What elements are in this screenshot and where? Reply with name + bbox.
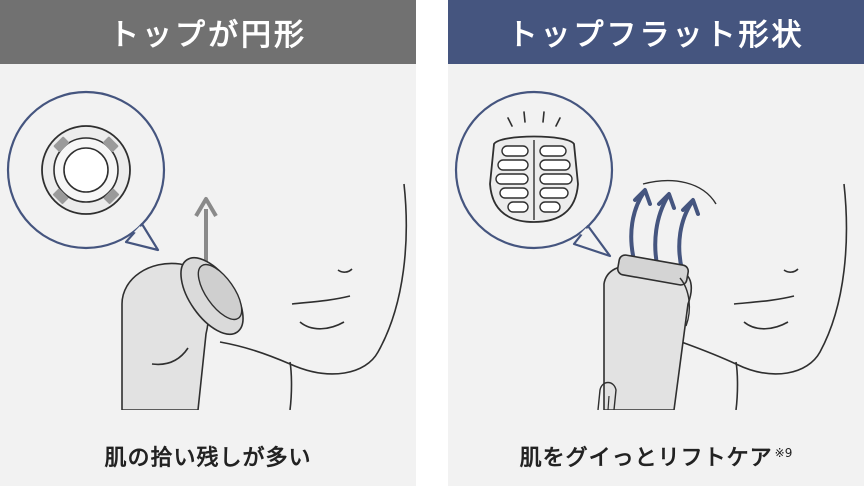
flat-top-device	[597, 254, 693, 410]
face-nostril	[337, 268, 353, 273]
face-mouth	[733, 295, 795, 305]
vibration-lines	[507, 111, 561, 127]
electrode-pad	[103, 188, 120, 205]
electrode-pad	[52, 188, 69, 205]
flat-head-ridges	[495, 145, 573, 213]
face-jaw-line	[219, 183, 408, 375]
flat-top-title: トップフラット形状	[507, 18, 805, 53]
flat-top-caption: 肌をグイっとリフトケア※9	[448, 440, 864, 472]
flat-top-header: トップフラット形状	[448, 0, 864, 64]
flat-top-panel: トップフラット形状	[448, 0, 864, 486]
lift-arrow	[653, 194, 670, 272]
lift-arrow-head	[194, 197, 218, 218]
electrode-pad	[53, 136, 70, 153]
round-top-zoom-callout	[6, 90, 166, 252]
round-top-caption-text: 肌の拾い残しが多い	[104, 446, 312, 471]
face-nostril	[783, 268, 799, 273]
neck-line	[735, 361, 739, 410]
footnote-marker: ※9	[774, 445, 793, 460]
electrode-pad	[102, 136, 119, 153]
face-chin-crease	[743, 321, 789, 330]
lift-arrow	[629, 190, 646, 262]
round-top-illustration	[6, 90, 408, 410]
round-top-header: トップが円形	[0, 0, 416, 64]
neck-line	[289, 361, 293, 410]
lift-arrow	[677, 200, 694, 272]
round-top-caption: 肌の拾い残しが多い	[0, 440, 416, 472]
round-top-title: トップが円形	[109, 18, 307, 53]
face-chin-crease	[299, 321, 345, 330]
flat-top-caption-text: 肌をグイっとリフトケア	[519, 446, 773, 471]
round-head-center	[63, 147, 109, 193]
face-jaw-line	[675, 183, 848, 375]
round-top-device	[121, 257, 244, 410]
face-mouth	[291, 295, 351, 305]
flat-top-zoom-callout	[454, 90, 614, 258]
cheek-contour	[642, 179, 717, 205]
round-top-panel: トップが円形	[0, 0, 416, 486]
flat-top-illustration	[454, 90, 848, 410]
